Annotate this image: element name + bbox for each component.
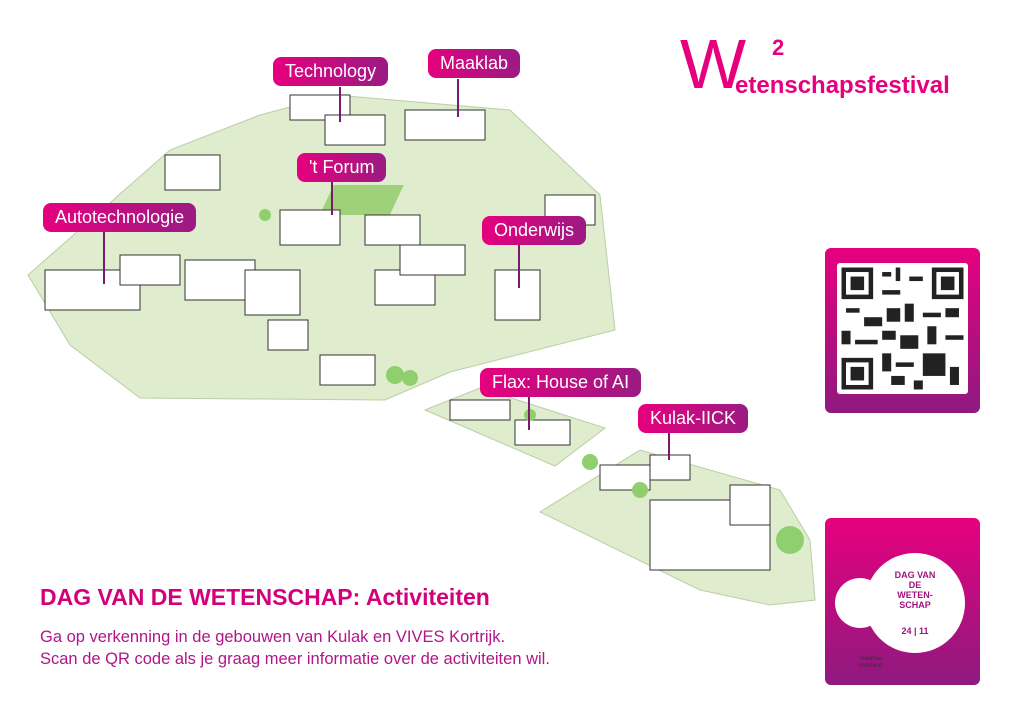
location-forum[interactable]: 't Forum	[297, 153, 387, 182]
kulak-pointer	[668, 430, 670, 460]
onderwijs-pointer	[518, 243, 520, 288]
logo-text: etenschapsfestival	[735, 72, 950, 99]
location-onderwijs[interactable]: Onderwijs	[482, 216, 587, 245]
flax-pointer	[528, 395, 530, 430]
event-date: 24 | 11	[901, 626, 929, 636]
event-logo-card: Vlaamse overheid DAG VAN DE WETEN- SCHAP…	[825, 518, 980, 685]
maaklab-pointer	[457, 79, 459, 117]
qr-code[interactable]	[837, 263, 968, 394]
event-logo-text: DAG VAN DE WETEN- SCHAP	[893, 570, 937, 610]
qr-code-card	[825, 248, 980, 413]
page-title: DAG VAN DE WETENSCHAP: Activiteiten	[40, 584, 490, 610]
festival-logo: W 2 etenschapsfestival	[680, 29, 980, 105]
description-line: Scan de QR code als je graag meer inform…	[40, 650, 550, 668]
technology-pointer	[339, 87, 341, 122]
description: Ga op verkenning in de gebouwen van Kula…	[40, 626, 550, 670]
logo-superscript: 2	[772, 35, 785, 60]
dag-van-de-wetenschap-logo	[865, 553, 965, 653]
location-technology[interactable]: Technology	[273, 57, 389, 86]
campus-main-area	[27, 94, 616, 401]
event-logo-line: WETEN-	[897, 590, 933, 600]
partner-name: Vlaamse overheid	[859, 656, 883, 669]
location-maaklab[interactable]: Maaklab	[428, 49, 521, 78]
event-logo-line: DAG VAN DE	[894, 570, 936, 590]
description-line: Ga op verkenning in de gebouwen van Kula…	[40, 628, 506, 646]
forum-pointer	[331, 181, 333, 215]
football-field	[319, 185, 404, 215]
location-flax[interactable]: Flax: House of AI	[480, 368, 642, 397]
logo-letter: W	[680, 25, 747, 103]
autotechnologie-pointer	[103, 232, 105, 284]
location-autotechnologie[interactable]: Autotechnologie	[43, 203, 197, 232]
event-logo-line: SCHAP	[899, 600, 931, 610]
location-kulak[interactable]: Kulak-IICK	[638, 404, 749, 433]
trees	[259, 209, 804, 554]
